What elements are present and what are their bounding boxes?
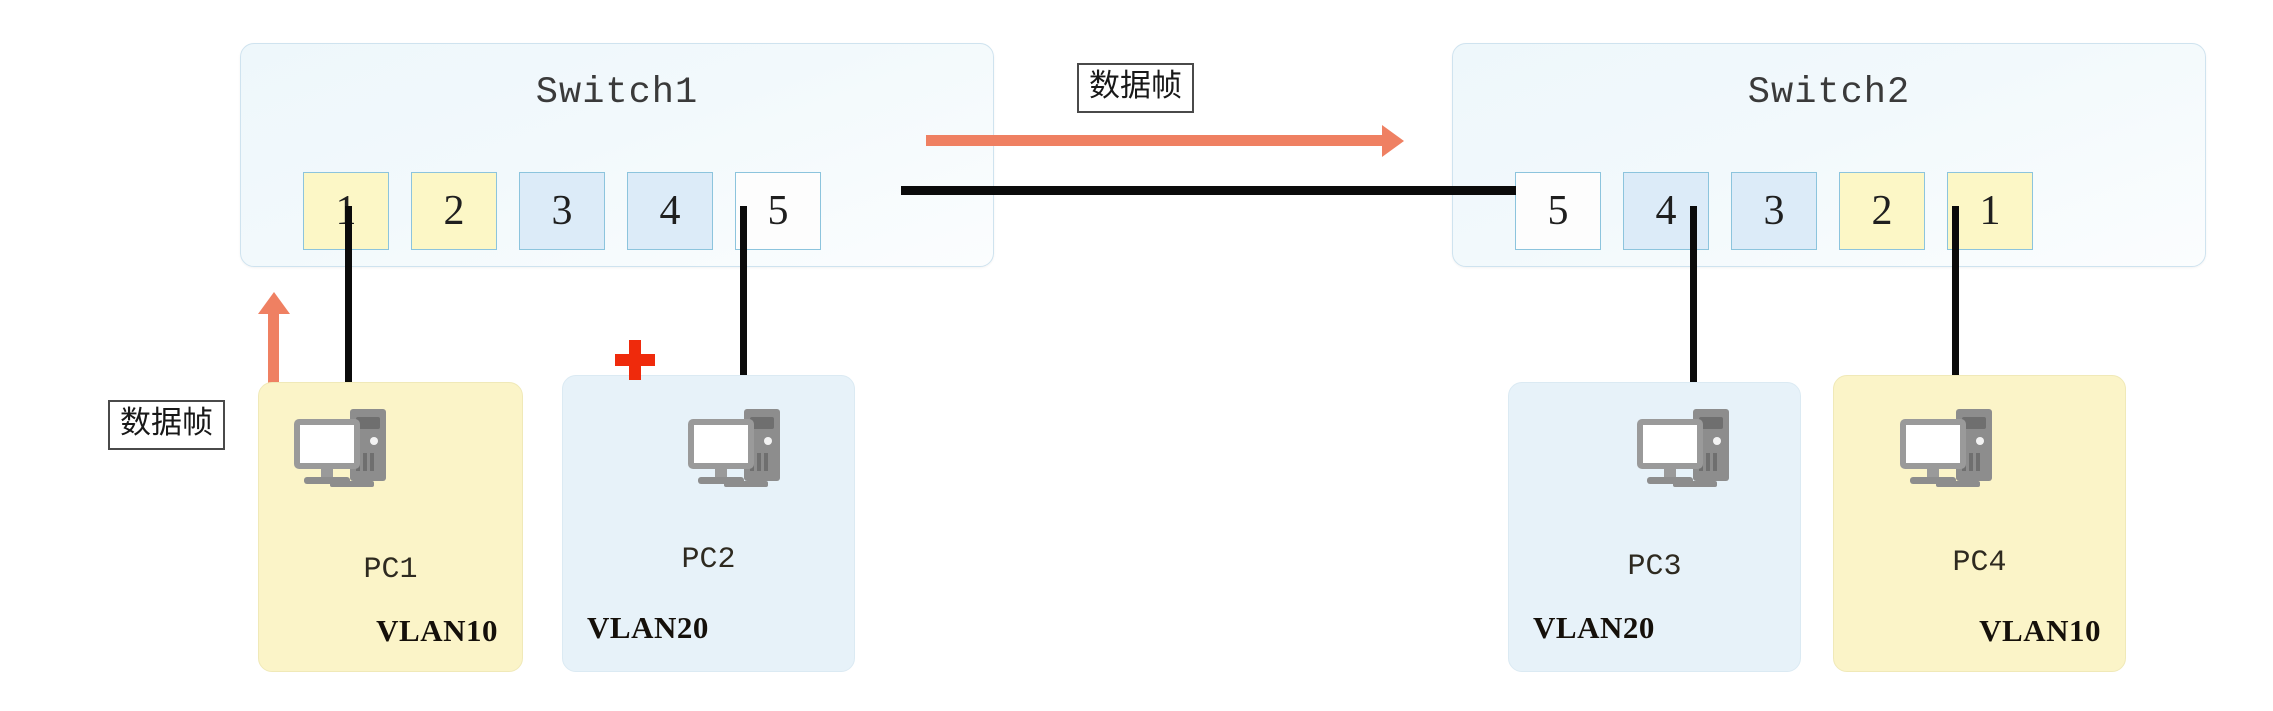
data-frame-arrow-right: [926, 135, 1384, 146]
switch2-port-1[interactable]: 1: [1947, 172, 2033, 250]
host-label-pc4: PC4: [1952, 546, 2007, 580]
pc-icon-pc2: [684, 405, 804, 500]
link-pc3-to-switch2-port4: [1690, 206, 1697, 426]
switch1-chassis[interactable]: Switch1 1 2 3 4 5: [240, 43, 994, 267]
switch2-port-3[interactable]: 3: [1731, 172, 1817, 250]
switch1-port-4[interactable]: 4: [627, 172, 713, 250]
switch1-port-3[interactable]: 3: [519, 172, 605, 250]
trunk-link-switch1-switch2: [901, 186, 1516, 195]
switch2-title: Switch2: [1747, 72, 1911, 114]
pc-icon-pc3: [1633, 405, 1753, 500]
switch2-port-5[interactable]: 5: [1515, 172, 1601, 250]
host-label-pc1: PC1: [363, 553, 418, 587]
switch1-port-row: 1 2 3 4 5: [303, 172, 821, 250]
host-label-pc2: PC2: [681, 543, 736, 577]
link-pc2-to-switch1-port4: [740, 206, 747, 426]
data-frame-label-left: 数据帧: [108, 400, 225, 451]
link-pc4-to-switch2-port2: [1952, 206, 1959, 426]
blocked-cross-icon: [613, 338, 657, 382]
data-frame-label-top: 数据帧: [1077, 63, 1194, 114]
switch2-chassis[interactable]: Switch2 5 4 3 2 1: [1452, 43, 2206, 267]
host-label-pc3: PC3: [1627, 550, 1682, 584]
vlan-tag-pc2: VLAN20: [587, 610, 709, 645]
link-pc1-to-switch1-port1: [345, 206, 352, 426]
pc-icon-pc4: [1896, 405, 2016, 500]
switch1-port-5[interactable]: 5: [735, 172, 821, 250]
pc-icon-pc1: [290, 405, 410, 500]
switch1-port-2[interactable]: 2: [411, 172, 497, 250]
host-box-pc4[interactable]: PC4 VLAN10: [1833, 375, 2126, 672]
switch2-port-2[interactable]: 2: [1839, 172, 1925, 250]
vlan-tag-pc3: VLAN20: [1533, 610, 1655, 645]
host-box-pc2[interactable]: PC2 VLAN20: [562, 375, 855, 672]
switch1-title: Switch1: [535, 72, 699, 114]
vlan-tag-pc1: VLAN10: [376, 613, 498, 648]
vlan-tag-pc4: VLAN10: [1979, 613, 2101, 648]
